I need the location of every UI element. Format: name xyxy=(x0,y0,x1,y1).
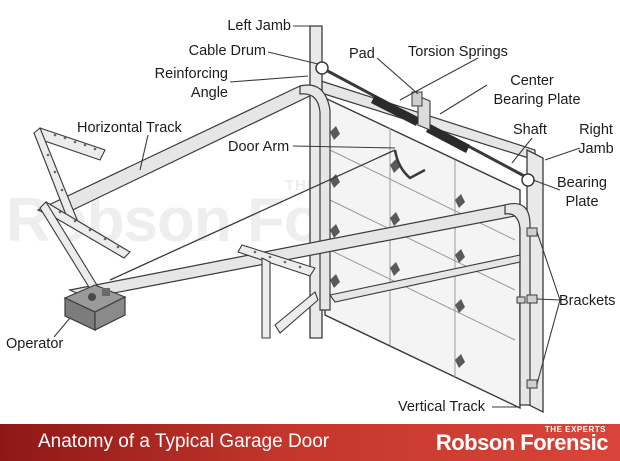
label-brackets: Brackets xyxy=(559,293,616,309)
label-left-jamb: Left Jamb xyxy=(227,18,291,34)
pad xyxy=(411,91,423,107)
garage-door-illustration xyxy=(33,25,581,414)
trolley-rail xyxy=(109,149,396,281)
footer-title: Anatomy of a Typical Garage Door xyxy=(38,431,330,452)
label-reinforcing-angle-line2: Angle xyxy=(190,85,228,101)
footer-logo: Robson Forensic xyxy=(435,430,609,455)
door-arm xyxy=(393,149,426,180)
footer-banner: Anatomy of a Typical Garage Door THE EXP… xyxy=(0,424,620,461)
torsion-spring-left xyxy=(371,95,420,126)
label-operator: Operator xyxy=(6,336,64,352)
label-right-jamb-line1: Right xyxy=(579,122,613,138)
rear-hangers xyxy=(33,127,319,339)
side-brackets xyxy=(516,227,538,389)
label-vertical-track: Vertical Track xyxy=(398,399,486,415)
label-bearing-plate-line1: Bearing xyxy=(557,175,607,191)
bearing-plate xyxy=(521,173,535,187)
torsion-spring-right xyxy=(426,124,470,153)
label-door-arm: Door Arm xyxy=(228,139,290,155)
label-cable-drum: Cable Drum xyxy=(188,43,266,59)
footer-logo-tag: THE EXPERTS xyxy=(544,425,606,434)
left-track-curve xyxy=(299,84,331,311)
door-hinges xyxy=(330,126,465,368)
hanger-holes xyxy=(46,133,302,269)
label-torsion-springs: Torsion Springs xyxy=(408,44,508,60)
label-shaft: Shaft xyxy=(513,122,547,138)
label-horizontal-track: Horizontal Track xyxy=(77,120,182,136)
leader-lines xyxy=(53,25,581,408)
label-center-bearing-line1: Center xyxy=(510,73,554,89)
cable-drum xyxy=(315,61,329,75)
operator-unit xyxy=(63,284,127,331)
label-bearing-plate-line2: Plate xyxy=(565,194,599,210)
label-reinforcing-angle-line1: Reinforcing xyxy=(154,66,228,82)
right-track-curve xyxy=(504,203,531,406)
label-pad: Pad xyxy=(349,46,375,62)
label-right-jamb-line2: Jamb xyxy=(578,141,614,157)
bottom-rail xyxy=(329,254,521,303)
label-center-bearing-line2: Bearing Plate xyxy=(493,92,581,108)
